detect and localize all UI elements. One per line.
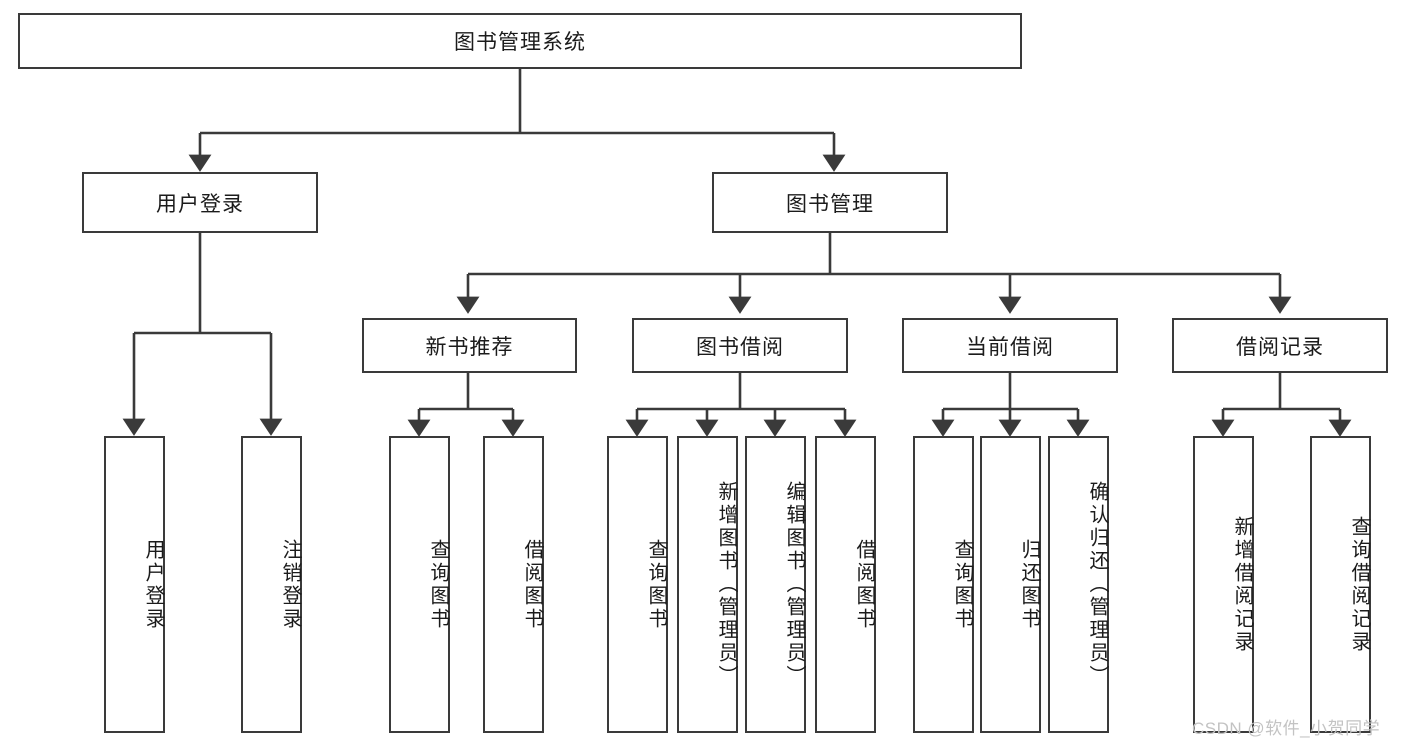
node-book-borrow-label: 图书借阅	[696, 335, 784, 359]
node-leaf-logout-login-label: 注销登录	[279, 538, 301, 631]
node-borrow-record-label: 借阅记录	[1236, 335, 1324, 359]
node-book-borrow[interactable]: 图书借阅	[632, 318, 848, 373]
node-leaf-query-record-label: 查询借阅记录	[1348, 515, 1370, 654]
node-current-borrow[interactable]: 当前借阅	[902, 318, 1118, 373]
node-leaf-edit-book-label: 编辑图书（管理员）	[783, 481, 805, 688]
node-leaf-confirm-return-label: 确认归还（管理员）	[1086, 481, 1108, 688]
node-leaf-query-book-3[interactable]: 查询图书	[913, 436, 974, 733]
node-leaf-add-book[interactable]: 新增图书（管理员）	[677, 436, 738, 733]
node-leaf-return-book[interactable]: 归还图书	[980, 436, 1041, 733]
node-leaf-add-record-label: 新增借阅记录	[1231, 515, 1253, 654]
node-new-book-recommend[interactable]: 新书推荐	[362, 318, 577, 373]
node-leaf-query-book-2[interactable]: 查询图书	[607, 436, 668, 733]
watermark: CSDN @软件_小贺同学	[1192, 719, 1381, 738]
node-leaf-query-book-1[interactable]: 查询图书	[389, 436, 450, 733]
node-leaf-edit-book[interactable]: 编辑图书（管理员）	[745, 436, 806, 733]
node-current-borrow-label: 当前借阅	[966, 335, 1054, 359]
node-leaf-query-book-2-label: 查询图书	[645, 538, 667, 631]
node-user-login[interactable]: 用户登录	[82, 172, 318, 233]
node-borrow-record[interactable]: 借阅记录	[1172, 318, 1388, 373]
node-book-management-label: 图书管理	[786, 192, 874, 216]
node-leaf-logout-login[interactable]: 注销登录	[241, 436, 302, 733]
node-leaf-confirm-return[interactable]: 确认归还（管理员）	[1048, 436, 1109, 733]
node-leaf-user-login-label: 用户登录	[142, 538, 164, 631]
node-leaf-query-book-1-label: 查询图书	[427, 538, 449, 631]
node-leaf-user-login[interactable]: 用户登录	[104, 436, 165, 733]
node-title-label: 图书管理系统	[454, 31, 586, 54]
node-leaf-borrow-book-1[interactable]: 借阅图书	[483, 436, 544, 733]
node-leaf-query-book-3-label: 查询图书	[951, 538, 973, 631]
node-leaf-return-book-label: 归还图书	[1018, 538, 1040, 631]
node-title[interactable]: 图书管理系统	[18, 13, 1022, 69]
node-leaf-add-book-label: 新增图书（管理员）	[715, 481, 737, 688]
node-leaf-borrow-book-1-label: 借阅图书	[521, 538, 543, 631]
node-leaf-query-record[interactable]: 查询借阅记录	[1310, 436, 1371, 733]
node-leaf-borrow-book-2-label: 借阅图书	[853, 538, 875, 631]
node-book-management[interactable]: 图书管理	[712, 172, 948, 233]
node-leaf-borrow-book-2[interactable]: 借阅图书	[815, 436, 876, 733]
node-leaf-add-record[interactable]: 新增借阅记录	[1193, 436, 1254, 733]
node-user-login-label: 用户登录	[156, 192, 244, 216]
node-new-book-recommend-label: 新书推荐	[425, 335, 514, 359]
